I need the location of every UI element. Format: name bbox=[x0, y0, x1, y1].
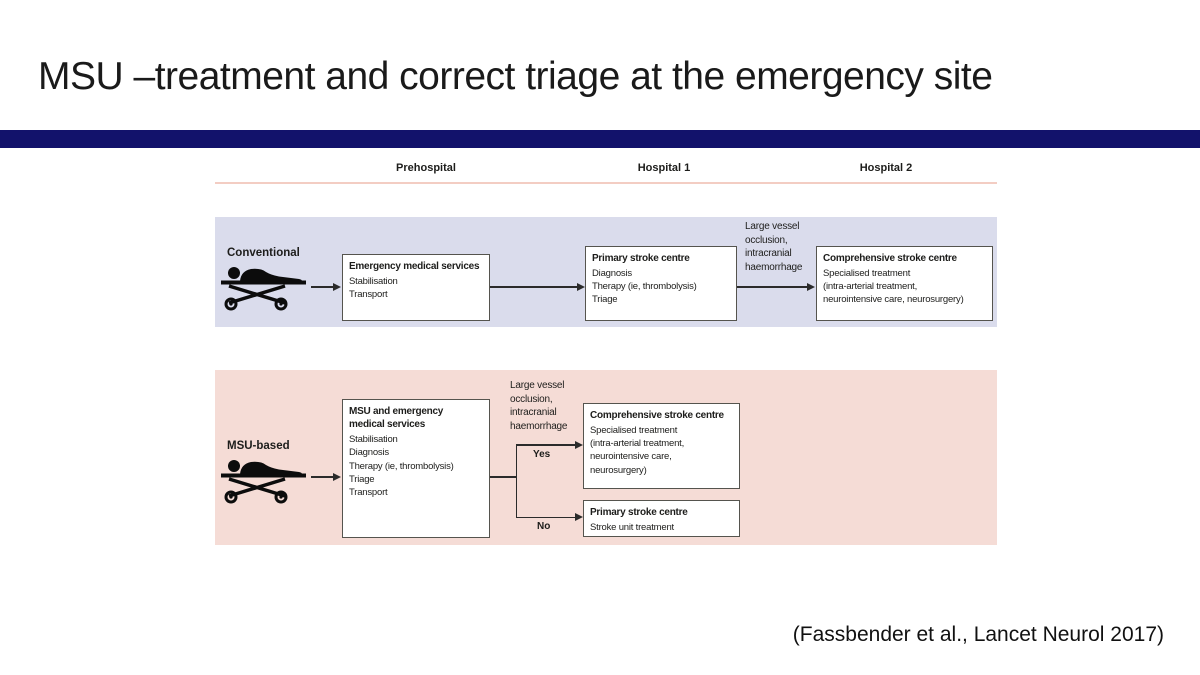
citation: (Fassbender et al., Lancet Neurol 2017) bbox=[792, 623, 1164, 646]
msu-box-line: Stabilisation bbox=[349, 434, 398, 446]
line-branch-no bbox=[516, 516, 575, 518]
msu-box-line: Therapy (ie, thrombolysis) bbox=[349, 460, 454, 472]
primary-box-line: Stroke unit treatment bbox=[590, 522, 674, 534]
arrowhead-ems-to-primary bbox=[577, 282, 585, 291]
msu-box-line: Triage bbox=[349, 473, 375, 485]
column-header-hospital-1: Hospital 1 bbox=[637, 162, 691, 174]
primary-stroke-centre-box-conventional: Primary stroke centre Diagnosis Therapy … bbox=[585, 246, 737, 321]
stretcher-patient-icon bbox=[221, 267, 306, 311]
arrowhead-conventional-to-ems bbox=[333, 282, 341, 291]
ems-box: Emergency medical services Stabilisation… bbox=[342, 254, 490, 321]
comprehensive-box-line: (intra-arterial treatment, bbox=[590, 438, 685, 450]
large-vessel-occlusion-label-conventional: Large vessel occlusion, intracranial hae… bbox=[745, 220, 802, 274]
title-divider-bar bbox=[0, 130, 1200, 148]
line-branch-vertical bbox=[515, 444, 517, 518]
large-vessel-occlusion-label-msu: Large vessel occlusion, intracranial hae… bbox=[510, 379, 567, 433]
line-msu-exit bbox=[490, 476, 517, 478]
no-label: No bbox=[537, 521, 551, 532]
msu-row-label: MSU-based bbox=[227, 440, 290, 452]
msu-box-line: Transport bbox=[349, 486, 388, 498]
branch-label-line: occlusion, bbox=[745, 234, 788, 246]
branch-label-line: haemorrhage bbox=[510, 420, 568, 432]
arrowhead-primary-to-comprehensive bbox=[807, 282, 815, 291]
comprehensive-box-line: neurosurgery) bbox=[590, 464, 647, 476]
comprehensive-box-line: (intra-arterial treatment, bbox=[823, 281, 918, 293]
column-header-hospital-2: Hospital 2 bbox=[859, 162, 913, 174]
arrowhead-no-to-primary bbox=[575, 513, 583, 521]
arrow-msu-to-box bbox=[311, 476, 333, 478]
comprehensive-box-line: Specialised treatment bbox=[823, 268, 911, 280]
comprehensive-box-line: neurointensive care, bbox=[590, 451, 672, 463]
comprehensive-stroke-centre-box-msu: Comprehensive stroke centre Specialised … bbox=[583, 403, 740, 489]
branch-label-line: intracranial bbox=[510, 407, 557, 418]
primary-box-title: Primary stroke centre bbox=[592, 253, 690, 264]
ems-box-line: Transport bbox=[349, 289, 388, 301]
comprehensive-box-line: neurointensive care, neurosurgery) bbox=[823, 294, 964, 306]
primary-box-line: Diagnosis bbox=[592, 268, 632, 280]
arrow-ems-to-primary bbox=[490, 286, 577, 288]
page-title: MSU –treatment and correct triage at the… bbox=[38, 55, 993, 98]
primary-box-title: Primary stroke centre bbox=[590, 507, 688, 518]
primary-box-line: Triage bbox=[592, 294, 618, 306]
branch-label-line: Large vessel bbox=[510, 380, 565, 391]
column-header-prehospital: Prehospital bbox=[396, 162, 456, 174]
branch-label-line: intracranial bbox=[745, 248, 792, 259]
column-header-rule bbox=[215, 182, 997, 184]
arrow-primary-to-comprehensive bbox=[737, 286, 807, 288]
comprehensive-box-title: Comprehensive stroke centre bbox=[823, 253, 957, 264]
msu-box-line: Diagnosis bbox=[349, 447, 389, 459]
yes-label: Yes bbox=[533, 449, 551, 460]
comprehensive-stroke-centre-box-conventional: Comprehensive stroke centre Specialised … bbox=[816, 246, 993, 321]
arrowhead-msu-to-box bbox=[333, 472, 341, 481]
arrowhead-yes-to-comprehensive bbox=[575, 440, 583, 449]
msu-ems-box: MSU and emergency medical services Stabi… bbox=[342, 399, 490, 538]
ems-box-line: Stabilisation bbox=[349, 276, 398, 288]
stretcher-patient-icon bbox=[221, 460, 306, 504]
msu-box-title-line: MSU and emergency bbox=[349, 406, 444, 417]
conventional-row-label: Conventional bbox=[227, 247, 300, 259]
branch-label-line: Large vessel bbox=[745, 221, 800, 232]
branch-label-line: haemorrhage bbox=[745, 261, 803, 273]
arrow-conventional-to-ems bbox=[311, 286, 333, 288]
branch-label-line: occlusion, bbox=[510, 393, 553, 405]
primary-box-line: Therapy (ie, thrombolysis) bbox=[592, 281, 697, 293]
comprehensive-box-line: Specialised treatment bbox=[590, 425, 678, 437]
comprehensive-box-title: Comprehensive stroke centre bbox=[590, 410, 724, 421]
ems-box-title: Emergency medical services bbox=[349, 261, 480, 272]
line-branch-yes bbox=[516, 444, 575, 446]
primary-stroke-centre-box-msu: Primary stroke centre Stroke unit treatm… bbox=[583, 500, 740, 537]
msu-box-title-line: medical services bbox=[349, 419, 426, 431]
